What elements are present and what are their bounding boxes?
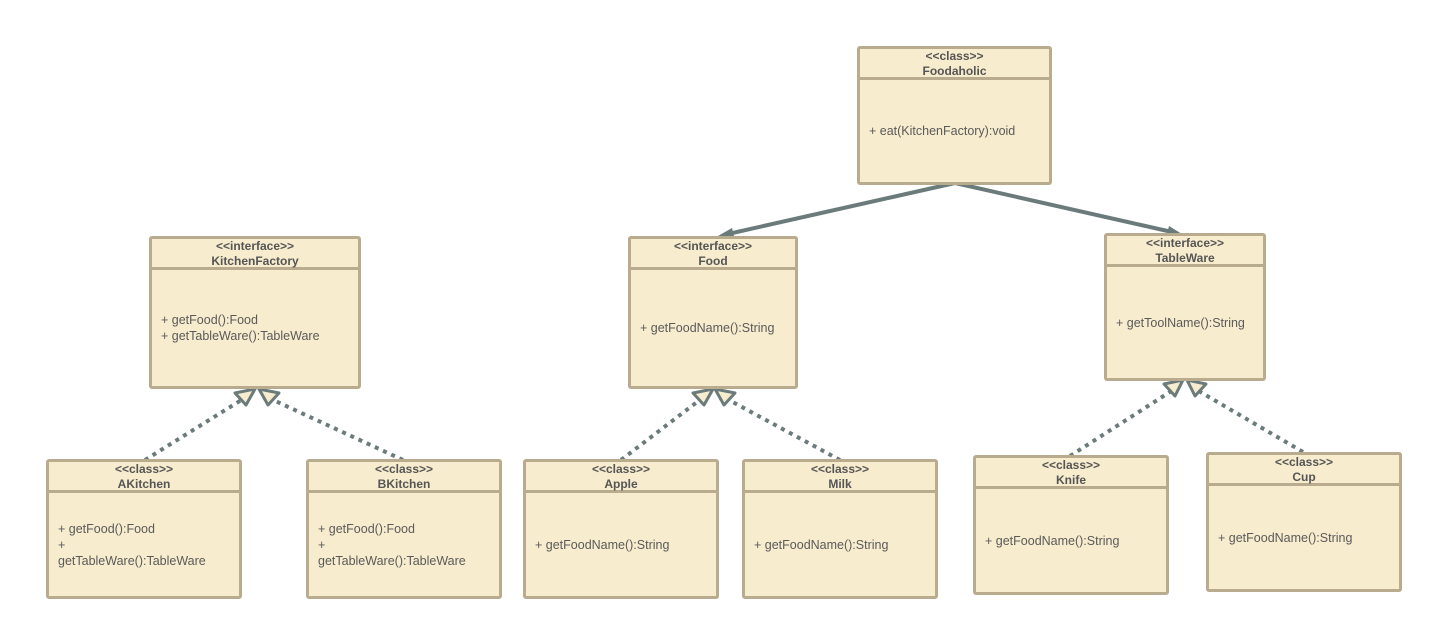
class-kitchen-factory-operations: + getFood():Food + getTableWare():TableW…	[152, 270, 358, 386]
class-akitchen-operations: + getFood():Food + getTableWare():TableW…	[49, 493, 239, 596]
class-name: Milk	[828, 477, 852, 491]
operation: + getFoodName():String	[535, 537, 670, 552]
class-name: Apple	[604, 477, 638, 491]
class-kitchen-factory-header: <<interface>> KitchenFactory	[152, 239, 358, 270]
class-apple-header: <<class>> Apple	[526, 462, 716, 493]
class-name: Cup	[1292, 470, 1316, 484]
realization-triangle-milk	[713, 387, 737, 407]
class-akitchen-header: <<class>> AKitchen	[49, 462, 239, 493]
stereotype-label: <<class>>	[1041, 458, 1101, 472]
realization-milk-food	[726, 397, 841, 462]
operation: +	[58, 537, 66, 552]
association-foodaholic-food	[727, 181, 956, 236]
class-knife-header: <<class>> Knife	[976, 458, 1166, 489]
realization-triangle-apple	[691, 387, 715, 407]
class-tableware[interactable]: <<interface>> TableWare + getToolName():…	[1104, 233, 1266, 381]
association-foodaholic-tableware	[954, 181, 1173, 234]
realization-knife-tableware	[1068, 388, 1175, 458]
operation: getTableWare():TableWare	[58, 553, 206, 568]
realization-triangle-akitchen	[233, 387, 257, 407]
realization-triangle-knife	[1162, 378, 1185, 398]
operation: getTableWare():TableWare	[318, 553, 466, 568]
class-name: TableWare	[1155, 251, 1215, 265]
class-food-operations: + getFoodName():String	[631, 270, 795, 386]
operation: +	[318, 537, 326, 552]
operation: + getFood():Food	[58, 521, 155, 536]
class-kitchen-factory[interactable]: <<interface>> KitchenFactory + getFood()…	[149, 236, 361, 389]
class-name: Food	[698, 254, 728, 268]
class-bkitchen-operations: + getFood():Food + getTableWare():TableW…	[309, 493, 499, 596]
stereotype-label: <<interface>>	[1145, 236, 1225, 250]
class-akitchen[interactable]: <<class>> AKitchen + getFood():Food + ge…	[46, 459, 242, 599]
realization-triangle-bkitchen	[257, 387, 281, 407]
class-knife-operations: + getFoodName():String	[976, 489, 1166, 592]
stereotype-label: <<class>>	[591, 462, 651, 476]
operation: + getFoodName():String	[640, 321, 775, 335]
class-name: Foodaholic	[922, 64, 987, 78]
operation: + getFoodName():String	[754, 537, 889, 552]
stereotype-label: <<class>>	[925, 49, 984, 63]
stereotype-label: <<class>>	[1274, 455, 1334, 469]
class-food-header: <<interface>> Food	[631, 239, 795, 270]
class-name: AKitchen	[117, 477, 171, 491]
class-tableware-operations: + getToolName():String	[1107, 267, 1263, 378]
class-cup[interactable]: <<class>> Cup + getFoodName():String	[1206, 452, 1402, 592]
stereotype-label: <<interface>>	[673, 239, 753, 253]
operation: + getFoodName():String	[1218, 530, 1353, 545]
operation: + getFood():Food	[318, 521, 415, 536]
realization-triangle-cup	[1185, 378, 1208, 398]
class-milk-operations: + getFoodName():String	[745, 493, 935, 596]
class-tableware-header: <<interface>> TableWare	[1107, 236, 1263, 267]
realization-cup-tableware	[1195, 388, 1305, 454]
class-cup-header: <<class>> Cup	[1209, 455, 1399, 486]
stereotype-label: <<interface>>	[215, 239, 295, 253]
operation: + getFood():Food	[161, 313, 258, 327]
class-bkitchen[interactable]: <<class>> BKitchen + getFood():Food + ge…	[306, 459, 502, 599]
operation: + getToolName():String	[1116, 315, 1245, 330]
realization-apple-food	[619, 397, 703, 462]
operation: + getFoodName():String	[985, 533, 1120, 548]
class-apple-operations: + getFoodName():String	[526, 493, 716, 596]
class-foodaholic[interactable]: <<class>> Foodaholic + eat(KitchenFactor…	[857, 46, 1052, 185]
class-knife[interactable]: <<class>> Knife + getFoodName():String	[973, 455, 1169, 595]
stereotype-label: <<class>>	[374, 462, 434, 476]
class-apple[interactable]: <<class>> Apple + getFoodName():String	[523, 459, 719, 599]
stereotype-label: <<class>>	[810, 462, 870, 476]
class-milk[interactable]: <<class>> Milk + getFoodName():String	[742, 459, 938, 599]
class-foodaholic-operations: + eat(KitchenFactory):void	[860, 80, 1049, 182]
class-name: KitchenFactory	[211, 254, 299, 268]
realization-akitchen-kitchenfactory	[143, 397, 245, 462]
class-name: BKitchen	[377, 477, 431, 491]
operation: + getTableWare():TableWare	[161, 329, 320, 343]
class-food[interactable]: <<interface>> Food + getFoodName():Strin…	[628, 236, 798, 389]
class-bkitchen-header: <<class>> BKitchen	[309, 462, 499, 493]
class-name: Knife	[1056, 473, 1086, 487]
class-cup-operations: + getFoodName():String	[1209, 486, 1399, 589]
class-foodaholic-header: <<class>> Foodaholic	[860, 49, 1049, 80]
operation: + eat(KitchenFactory):void	[869, 124, 1016, 138]
realization-bkitchen-kitchenfactory	[270, 397, 404, 462]
stereotype-label: <<class>>	[114, 462, 174, 476]
class-milk-header: <<class>> Milk	[745, 462, 935, 493]
